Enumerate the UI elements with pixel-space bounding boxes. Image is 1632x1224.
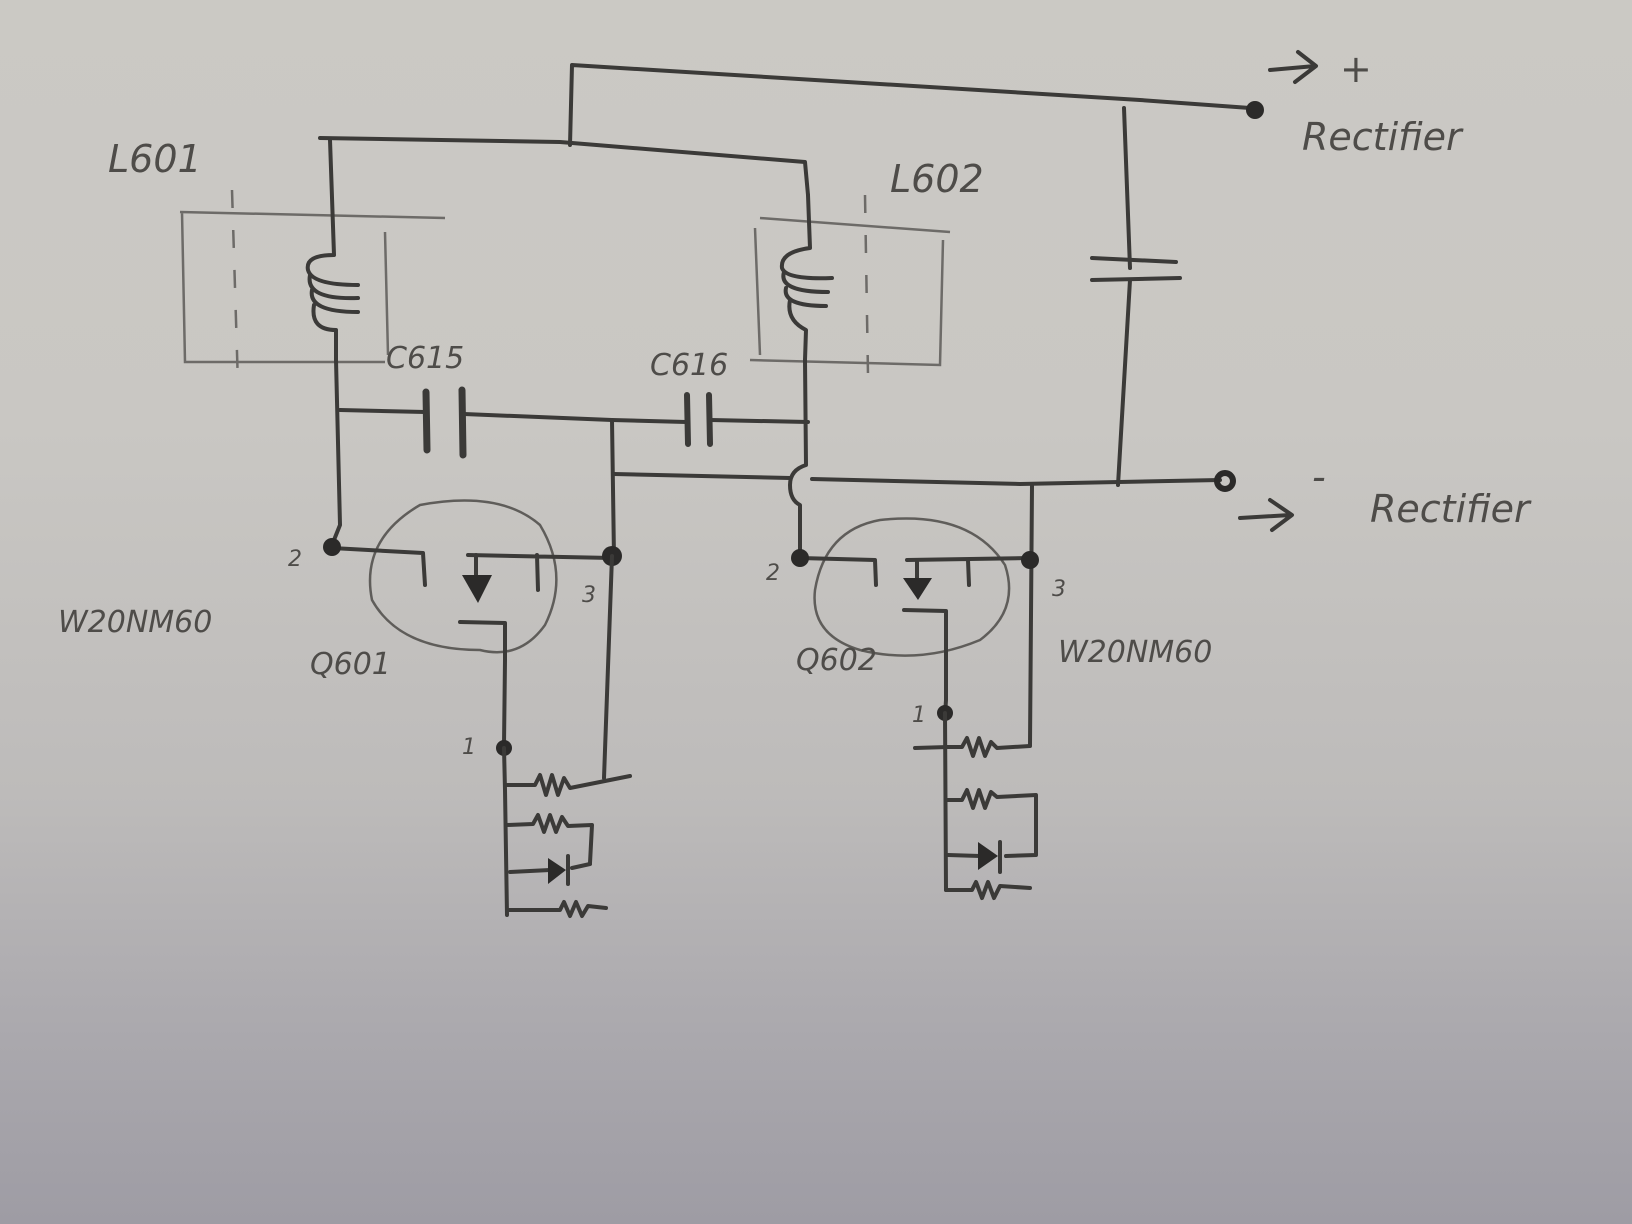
l602-winding <box>779 193 834 362</box>
c615-plate-right <box>458 386 467 459</box>
bulk-cap-plate-top <box>1090 256 1178 264</box>
q602-label: Q602 <box>796 643 877 678</box>
q602-body-diode-arrow <box>903 578 932 600</box>
negative-arrow-icon <box>1238 498 1294 532</box>
q602-gate-resistor-3 <box>944 880 1032 900</box>
c615-left-lead <box>338 408 427 414</box>
capacitor-c615: C615 <box>338 341 614 459</box>
q601-gate-resistor-1 <box>503 773 632 797</box>
q602-outline <box>813 517 1011 657</box>
bulk-cap-lower-lead <box>1116 278 1132 487</box>
q602-drain-lead <box>798 556 878 587</box>
negative-polarity-label: - <box>1312 455 1326 499</box>
terminal-negative: - Rectifier <box>1214 455 1532 532</box>
q601-gate-resistor-3 <box>505 900 608 918</box>
l602-label: L602 <box>890 157 984 201</box>
c616-plate-left <box>684 392 691 447</box>
q601-pin2-label: 2 <box>288 547 302 572</box>
q602-part-label: W20NM60 <box>1058 635 1212 670</box>
q601-label: Q601 <box>310 647 391 682</box>
q601-gate-lead <box>458 620 507 747</box>
top-inductor-wire <box>318 136 810 197</box>
q602-gate-stub <box>913 745 950 750</box>
l602-core-dash <box>863 194 870 376</box>
l601-core-frame <box>179 210 446 364</box>
q602-pin2-label: 2 <box>766 561 780 586</box>
q601-outline <box>368 499 558 654</box>
q602-source-wire <box>1028 483 1034 747</box>
q601-gate-network <box>502 554 632 918</box>
inductor-l601: L601 <box>108 137 446 386</box>
negative-terminal-node <box>1214 470 1236 492</box>
q601-source-return <box>602 554 614 780</box>
negative-rectifier-label: Rectifier <box>1370 487 1532 531</box>
q601-gate-resistor-2 <box>505 813 594 865</box>
c615-label: C615 <box>386 341 464 376</box>
q602-gate-diode-wire <box>946 853 982 858</box>
capacitor-bulk <box>1090 106 1182 487</box>
q601-drain-node <box>323 538 341 556</box>
q601-pin3-label: 3 <box>582 583 596 608</box>
q602-source-node <box>1021 551 1039 569</box>
positive-terminal-node <box>1246 101 1264 119</box>
q601-gate-rail <box>502 746 509 917</box>
q602-gate-resistor-1 <box>944 736 1032 758</box>
capacitor-c616: C616 <box>610 348 810 447</box>
bulk-cap-upper-lead <box>1122 106 1132 270</box>
positive-arrow-icon <box>1268 50 1318 84</box>
positive-rectifier-label: Rectifier <box>1302 115 1464 159</box>
q601-gate-diode-wire <box>508 862 592 874</box>
q602-pin1-label: 1 <box>912 703 926 728</box>
q601-part-label: W20NM60 <box>58 605 212 640</box>
c616-left-lead <box>610 418 688 424</box>
positive-rail-wire <box>568 63 1252 147</box>
mosfet-q602: 2 3 1 Q602 W20NM60 <box>766 517 1212 728</box>
l601-label: L601 <box>108 137 202 181</box>
negative-rail-wire <box>612 472 1222 486</box>
q602-source-lead <box>905 556 1032 587</box>
positive-polarity-label: + <box>1340 47 1372 91</box>
q602-gate-diode <box>978 842 998 870</box>
l601-core-dash <box>230 189 240 386</box>
q602-gate-lead <box>902 608 948 717</box>
l602-core-frame <box>749 216 951 367</box>
q601-body-diode-arrow <box>462 575 492 603</box>
mid-node-wire <box>610 418 616 560</box>
c616-right-lead <box>709 418 810 424</box>
c615-plate-left <box>422 388 431 454</box>
l601-winding <box>305 138 360 362</box>
q602-drain-feed <box>788 358 808 557</box>
q602-drain-node <box>791 549 809 567</box>
c616-label: C616 <box>650 348 728 383</box>
q601-source-lead <box>466 553 614 592</box>
q601-drain-feed <box>330 358 342 547</box>
q601-drain-lead <box>330 546 427 587</box>
q602-gate-resistor-2 <box>945 788 1038 858</box>
q602-pin3-label: 3 <box>1052 577 1066 602</box>
q602-gate-rail <box>943 711 948 892</box>
q601-gate-diode <box>548 858 566 884</box>
bulk-cap-plate-bottom <box>1090 276 1182 282</box>
inductor-l602: L602 <box>749 157 984 376</box>
c615-right-lead <box>462 412 614 422</box>
terminal-positive: + Rectifier <box>1246 47 1464 159</box>
q601-pin1-label: 1 <box>462 735 476 760</box>
q602-gate-network <box>913 711 1038 900</box>
mosfet-q601: 2 3 1 Q601 W20NM60 <box>58 499 622 760</box>
